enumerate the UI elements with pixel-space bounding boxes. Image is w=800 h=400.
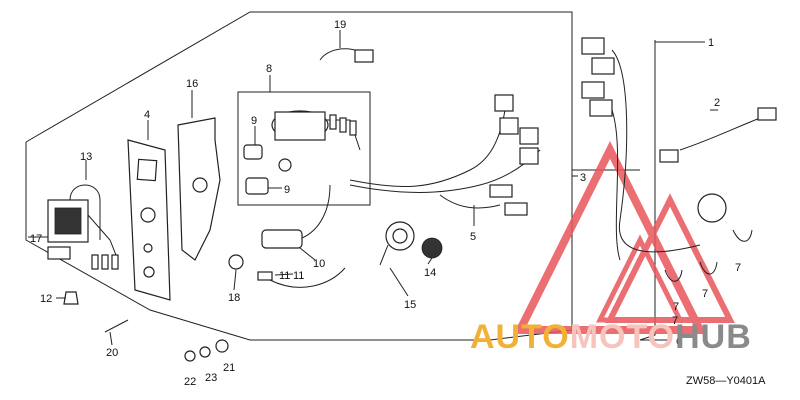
- harness-bracket: [639, 40, 656, 341]
- leader-lines: [28, 30, 718, 346]
- callout-14: 14: [424, 267, 436, 279]
- part-indicator-lamp: [379, 221, 443, 266]
- callout-9-b: 9: [284, 184, 290, 196]
- watermark-part-b: MOTO: [570, 318, 675, 356]
- callout-19: 19: [334, 19, 346, 31]
- callout-7-d: 7: [672, 315, 678, 327]
- part-main-harness: [581, 37, 701, 261]
- callout-22: 22: [184, 376, 196, 388]
- callout-18: 18: [228, 292, 240, 304]
- callout-7-b: 7: [702, 288, 708, 300]
- callout-16: 16: [186, 78, 198, 90]
- part-switch-assembly: [47, 184, 119, 270]
- callout-2: 2: [714, 97, 720, 109]
- callout-5: 5: [470, 231, 476, 243]
- part-control-panel: [127, 139, 171, 301]
- part-hardware: [63, 291, 229, 362]
- callout-13: 13: [80, 151, 92, 163]
- callout-6: 6: [676, 336, 682, 348]
- callout-7-a: 7: [735, 262, 741, 274]
- callout-3: 3: [580, 172, 586, 184]
- callout-11-b: 11: [293, 270, 304, 282]
- callout-15: 15: [404, 299, 416, 311]
- diagram-code: ZW58—Y0401A: [686, 375, 766, 387]
- callout-labels: 1 2 3 4 5 6 7 7 7 7 8 9 9 10 11 11 12 13…: [30, 19, 741, 388]
- callout-23: 23: [205, 372, 217, 384]
- watermark-part-c: HUB: [675, 318, 752, 356]
- callout-17: 17: [30, 233, 42, 245]
- watermark-part-a: AUTO: [470, 318, 570, 356]
- callout-10: 10: [313, 258, 325, 270]
- part-grommet: [228, 254, 244, 270]
- callout-21: 21: [223, 362, 235, 374]
- watermark-text: AUTOMOTOHUB: [470, 318, 752, 356]
- svg-text:AUTOMOTOHUB: AUTOMOTOHUB: [470, 318, 752, 356]
- part-clips: [664, 193, 753, 282]
- part-solenoid: [237, 91, 371, 206]
- callout-9-a: 9: [251, 115, 257, 127]
- watermark-logo: [513, 141, 735, 334]
- part-sub-harness: [349, 94, 541, 216]
- frame-outline: [25, 11, 573, 341]
- callout-12: 12: [40, 293, 52, 305]
- part-bracket: [177, 117, 221, 261]
- callout-11-a: 11: [279, 270, 290, 282]
- callout-4: 4: [144, 109, 150, 121]
- part-lead-wire: [257, 184, 346, 288]
- callout-7-c: 7: [673, 301, 679, 313]
- part-extension-harness: [659, 107, 777, 163]
- callout-8: 8: [266, 63, 272, 75]
- callout-20: 20: [106, 347, 118, 359]
- callout-1: 1: [708, 37, 714, 49]
- part-clamp: [319, 48, 374, 63]
